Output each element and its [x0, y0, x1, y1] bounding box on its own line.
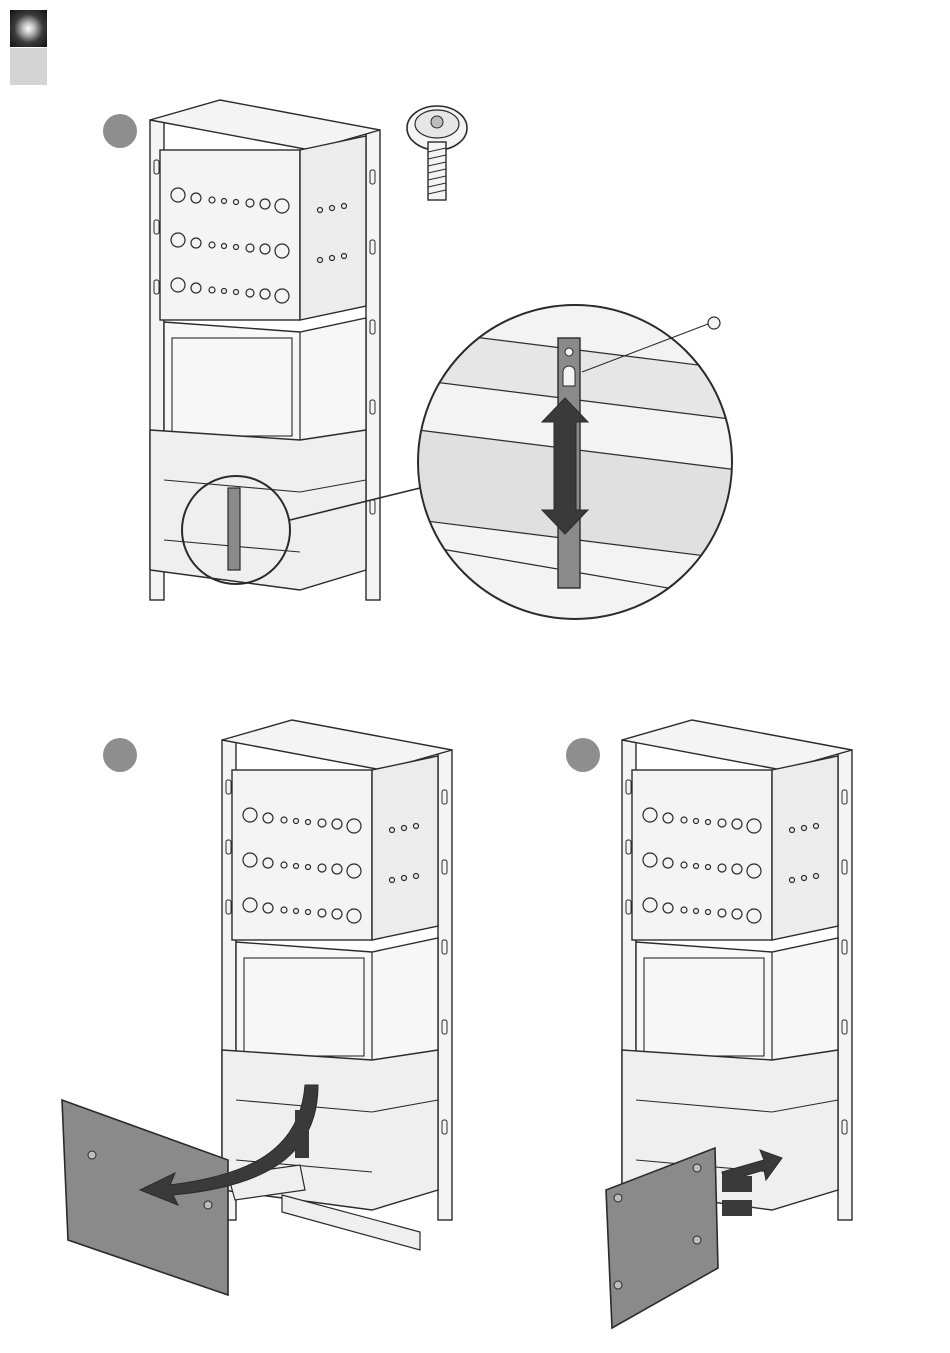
- step-2-frame: [222, 720, 452, 1220]
- magnified-detail: [418, 305, 738, 625]
- step-3-frame: [622, 720, 852, 1220]
- step-1-frame: [150, 100, 380, 600]
- screw-icon: [407, 106, 467, 200]
- step-2-front-panel: [62, 1100, 228, 1295]
